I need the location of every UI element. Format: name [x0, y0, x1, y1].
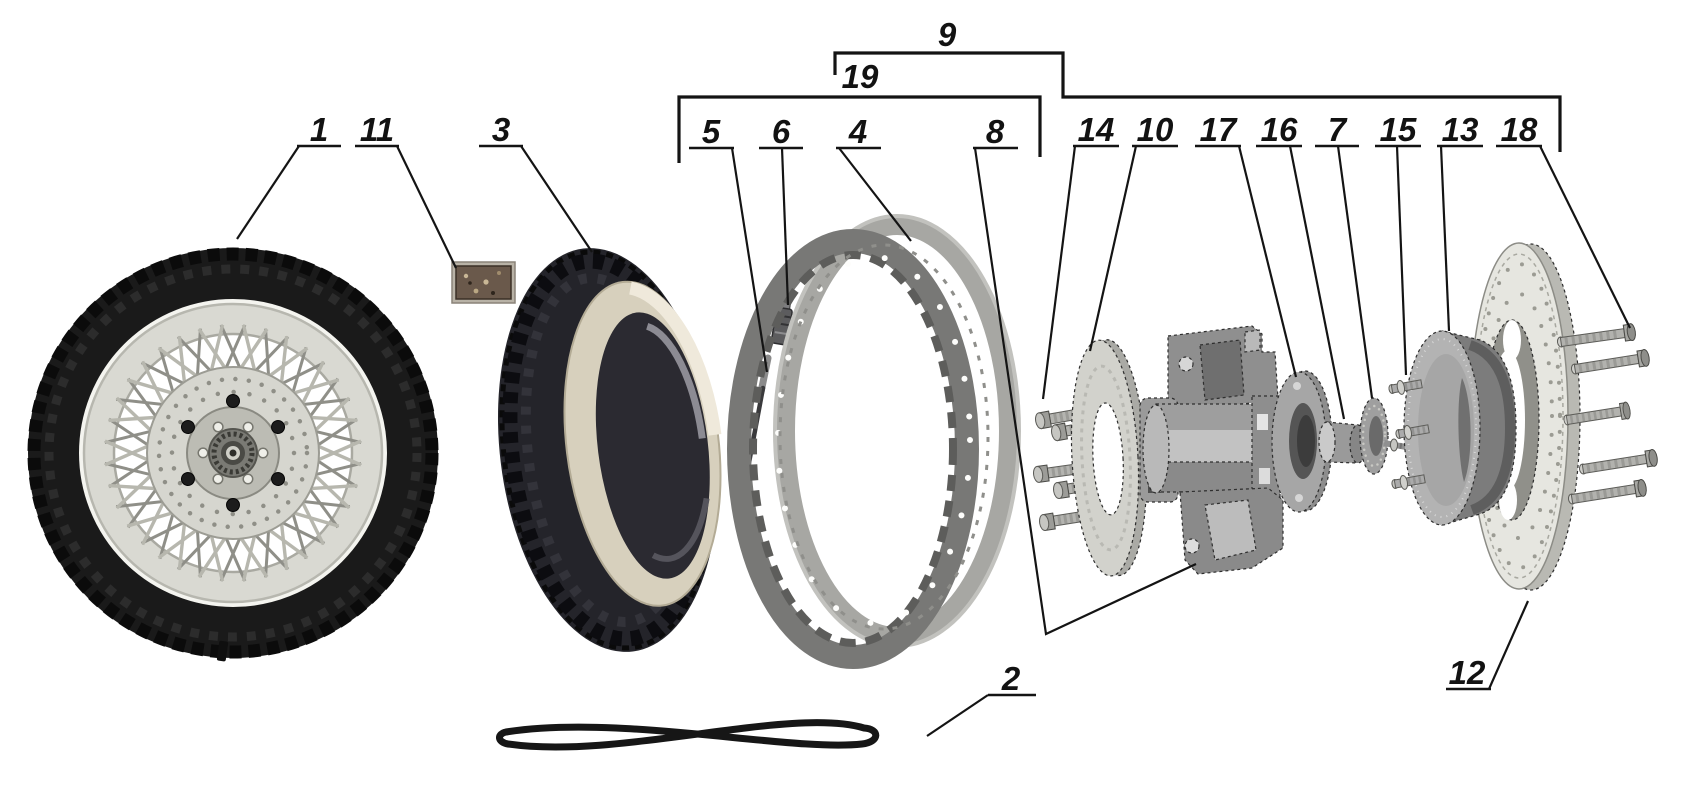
callout-4-number: 4	[848, 113, 867, 150]
bracket-9: 9	[833, 16, 1562, 152]
callout-1: 1	[236, 111, 341, 240]
callout-18-leader	[1539, 145, 1631, 329]
callout-12-number: 12	[1449, 654, 1486, 691]
bracket-19: 19	[677, 58, 1042, 163]
callout-8-number: 8	[986, 113, 1005, 150]
callout-13-number: 13	[1442, 111, 1479, 148]
callout-7-leader	[1336, 145, 1374, 399]
callout-13: 13	[1437, 111, 1483, 332]
callout-14: 14	[1041, 111, 1119, 400]
callout-6: 6	[759, 113, 803, 306]
callout-17-leader	[1237, 145, 1298, 378]
bearing-flange-illustration	[1271, 370, 1333, 513]
rim-illustration	[727, 214, 1021, 669]
callout-16-leader	[1288, 145, 1346, 420]
bracket-19-number: 19	[842, 58, 879, 95]
valve-stem	[216, 640, 229, 662]
callout-15-number: 15	[1380, 111, 1417, 148]
callout-13-leader	[1439, 145, 1451, 332]
tyre-illustration	[497, 248, 722, 652]
callout-10-leader	[1088, 145, 1138, 352]
callout-5-number: 5	[702, 113, 721, 150]
callout-5: 5	[689, 113, 769, 373]
callout-4: 4	[836, 113, 912, 242]
callout-15-leader	[1395, 145, 1408, 376]
callout-16: 16	[1256, 111, 1346, 420]
callout-3-number: 3	[492, 111, 510, 148]
complete-wheel-illustration	[27, 247, 439, 662]
callout-18: 18	[1496, 111, 1631, 329]
hub-drum-illustration	[1403, 330, 1517, 526]
callout-8-leader	[973, 147, 1197, 636]
callout-14-number: 14	[1078, 111, 1115, 148]
callout-14-leader	[1041, 145, 1077, 400]
bracket-9-number: 9	[938, 16, 957, 53]
callout-4-leader	[838, 147, 912, 242]
callout-11-number: 11	[360, 111, 394, 148]
callout-1-number: 1	[310, 111, 328, 148]
bracket-19-line	[677, 95, 1042, 163]
wheel-hub-illustration	[1139, 325, 1288, 575]
callout-17: 17	[1195, 111, 1298, 378]
callout-2-number: 2	[1001, 660, 1021, 697]
callout-2-leader	[926, 694, 989, 737]
callout-5-leader	[730, 147, 769, 373]
callout-17-number: 17	[1200, 111, 1238, 148]
callout-10: 10	[1088, 111, 1178, 352]
spacer-ring-illustration	[1070, 339, 1148, 577]
callout-3-leader	[520, 145, 593, 253]
callout-10-number: 10	[1137, 111, 1174, 148]
callout-6-number: 6	[772, 113, 791, 150]
info-plate-illustration	[451, 261, 516, 304]
callout-12-leader	[1487, 600, 1530, 690]
spacer-sleeve-illustration	[1318, 421, 1367, 464]
callout-11: 11	[355, 111, 457, 269]
callout-7-number: 7	[1328, 111, 1348, 148]
front-brake-disc-on-wheel	[146, 366, 320, 540]
callout-3: 3	[479, 111, 593, 253]
callout-16-number: 16	[1261, 111, 1298, 148]
callout-18-number: 18	[1501, 111, 1538, 148]
callout-8: 8	[973, 113, 1197, 636]
bearing-illustration	[1359, 397, 1429, 475]
callout-11-leader	[396, 145, 457, 269]
rim-band-illustration	[496, 719, 880, 751]
callout-15: 15	[1375, 111, 1421, 376]
bracket-9-line	[833, 51, 1562, 152]
callout-6-leader	[780, 147, 790, 306]
callout-1-leader	[236, 145, 300, 240]
callout-12: 12	[1446, 600, 1530, 691]
callout-2: 2	[926, 660, 1036, 737]
callout-7: 7	[1315, 111, 1374, 399]
